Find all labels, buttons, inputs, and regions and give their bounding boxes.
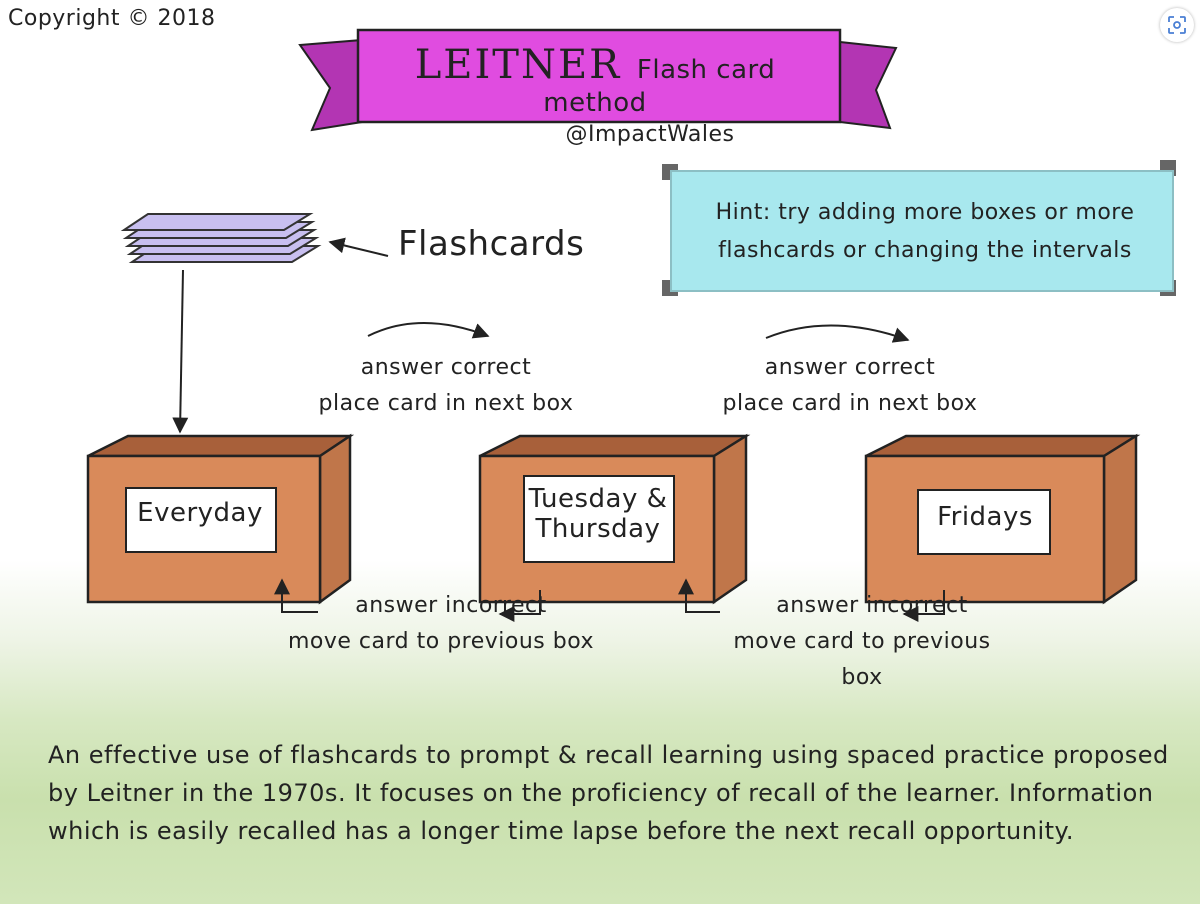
author-handle: @ImpactWales bbox=[565, 122, 735, 147]
box-tuesday-thursday bbox=[478, 433, 751, 605]
correct-label-1: answer correct place card in next box bbox=[296, 350, 596, 422]
flashcard-stack bbox=[120, 213, 322, 263]
correct-label-1-line1: answer correct bbox=[360, 355, 532, 380]
incorrect-label-1-line2: move card to previous box bbox=[287, 629, 595, 654]
flashcards-label: Flashcards bbox=[398, 224, 585, 264]
box-fridays bbox=[864, 433, 1141, 605]
box-tuesday-thursday-line2: Thursday bbox=[535, 514, 661, 544]
copyright-text: Copyright © 2018 bbox=[8, 6, 216, 31]
incorrect-label-2-line1: answer incorrect bbox=[776, 593, 968, 618]
banner-title: LEITNER Flash card method bbox=[370, 42, 820, 118]
flashcards-pointer-arrow bbox=[328, 237, 389, 257]
box-tuesday-thursday-line1: Tuesday & bbox=[528, 484, 668, 514]
visual-search-button[interactable] bbox=[1160, 8, 1194, 42]
incorrect-label-2: answer incorrect move card to previous b… bbox=[712, 588, 1012, 696]
incorrect-arrow-2 bbox=[678, 578, 945, 622]
correct-label-2: answer correct place card in next box bbox=[700, 350, 1000, 422]
hint-text: Hint: try adding more boxes or more flas… bbox=[715, 200, 1135, 263]
box-tuesday-thursday-label: Tuesday & Thursday bbox=[523, 484, 673, 544]
correct-label-2-line2: place card in next box bbox=[722, 391, 978, 416]
incorrect-label-1-line1: answer incorrect bbox=[355, 593, 547, 618]
title-banner bbox=[298, 28, 898, 132]
box-fridays-label: Fridays bbox=[937, 502, 1033, 532]
description-paragraph: An effective use of flashcards to prompt… bbox=[48, 741, 1169, 845]
banner-title-main: LEITNER bbox=[414, 42, 622, 88]
scan-icon bbox=[1168, 16, 1186, 34]
correct-label-2-line1: answer correct bbox=[764, 355, 936, 380]
incorrect-label-1: answer incorrect move card to previous b… bbox=[286, 588, 596, 660]
correct-arrow-2 bbox=[765, 324, 910, 343]
incorrect-arrow-1 bbox=[274, 578, 541, 622]
banner-title-sub: Flash card method bbox=[543, 55, 776, 118]
correct-arrow-1 bbox=[367, 322, 490, 339]
hint-panel bbox=[670, 170, 1174, 292]
stack-to-box-arrow bbox=[172, 269, 189, 434]
incorrect-label-2-line2: move card to previous box bbox=[733, 629, 991, 690]
box-everyday bbox=[86, 433, 355, 605]
box-everyday-label: Everyday bbox=[137, 498, 263, 528]
correct-label-1-line2: place card in next box bbox=[318, 391, 574, 416]
